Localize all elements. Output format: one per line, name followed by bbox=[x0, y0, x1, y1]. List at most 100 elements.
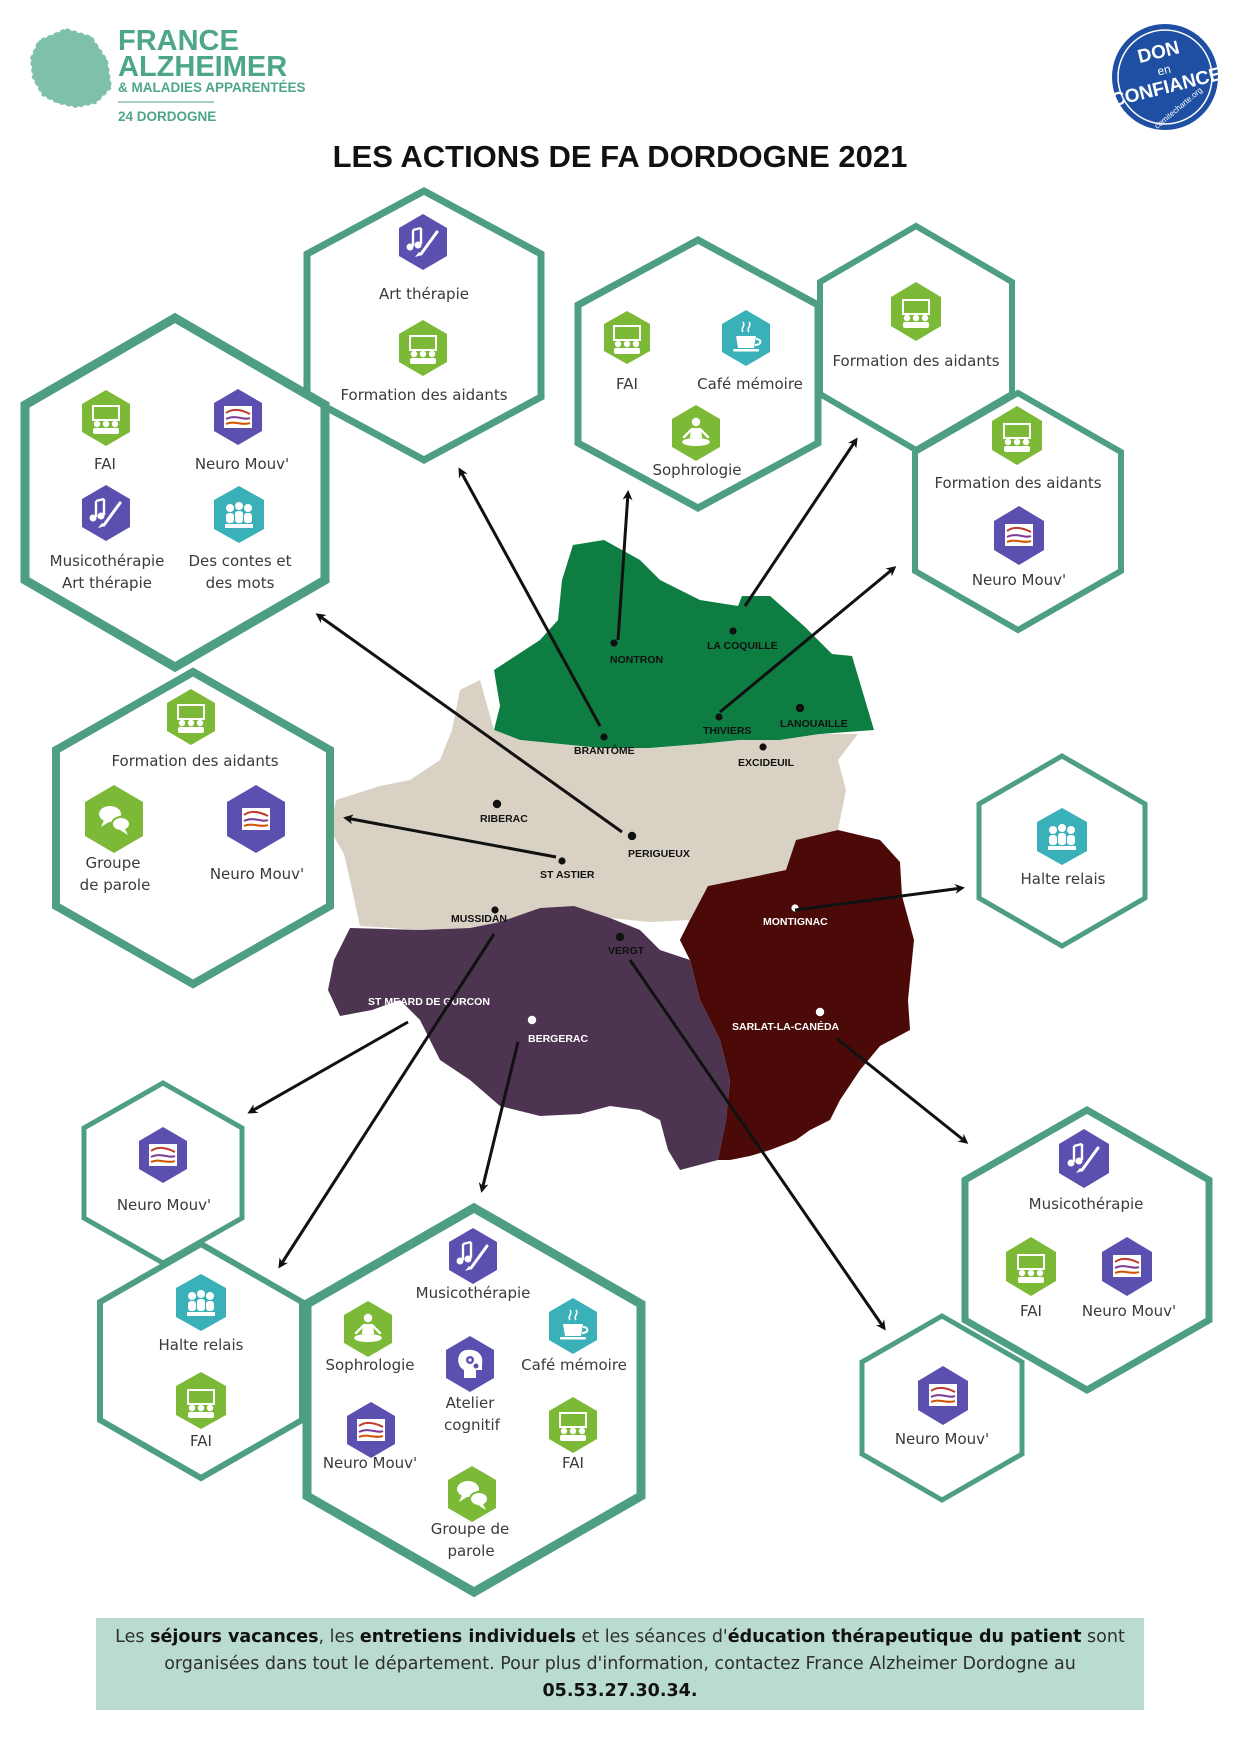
hex-mussidan-label-2: FAI bbox=[190, 1432, 212, 1450]
hex-mussidan: Halte relais FAI bbox=[97, 1240, 305, 1482]
svg-text:RIBERAC: RIBERAC bbox=[480, 813, 528, 825]
logo-line1: FRANCE bbox=[118, 25, 239, 57]
hex-perigueux: FAI Neuro Mouv' Musicothérapie Art théra… bbox=[20, 312, 330, 673]
hex-lacoquille: Formation des aidants bbox=[817, 222, 1015, 454]
group-icon bbox=[1037, 808, 1087, 865]
training-group-icon bbox=[604, 311, 650, 364]
svg-text:BERGERAC: BERGERAC bbox=[528, 1033, 589, 1045]
city-sarlat: SARLAT-LA-CANÉDA bbox=[732, 1007, 840, 1033]
training-group-icon bbox=[891, 282, 941, 341]
brain-gears-icon bbox=[446, 1336, 494, 1392]
hex-bergerac-label-3: Café mémoire bbox=[521, 1356, 627, 1374]
hex-riberac-label-4: Neuro Mouv' bbox=[210, 865, 304, 883]
svg-text:LANOUAILLE: LANOUAILLE bbox=[780, 718, 848, 730]
hex-mussidan-label-1: Halte relais bbox=[159, 1336, 244, 1354]
speech-bubbles-icon bbox=[85, 785, 143, 853]
neuro-mouv-icon bbox=[918, 1366, 968, 1425]
hex-bergerac-label-1: Musicothérapie bbox=[416, 1284, 531, 1302]
hex-vergt: Neuro Mouv' bbox=[859, 1313, 1025, 1503]
svg-text:SARLAT-LA-CANÉDA: SARLAT-LA-CANÉDA bbox=[732, 1020, 840, 1033]
hex-vergt-label-1: Neuro Mouv' bbox=[895, 1430, 989, 1448]
footer-text-3: et les séances d' bbox=[575, 1626, 728, 1647]
badge-line2: en bbox=[1156, 62, 1172, 79]
city-thiviers: THIVIERS bbox=[703, 713, 751, 737]
hex-bergerac-label-8: Groupe de bbox=[431, 1520, 509, 1538]
hex-perigueux-label-3: Musicothérapie bbox=[50, 552, 165, 570]
svg-text:ST MEARD DE GURCON: ST MEARD DE GURCON bbox=[368, 996, 490, 1008]
hex-sarlat: Musicothérapie FAI Neuro Mouv' bbox=[961, 1105, 1213, 1395]
logo-line2: ALZHEIMER bbox=[118, 51, 287, 83]
hex-bergerac-label-4: Atelier bbox=[446, 1394, 496, 1412]
neuro-mouv-icon bbox=[227, 785, 285, 853]
hex-bergerac-label-9: parole bbox=[447, 1542, 494, 1560]
music-palette-icon bbox=[449, 1228, 497, 1284]
page-title: LES ACTIONS DE FA DORDOGNE 2021 bbox=[333, 139, 908, 174]
hex-montignac-label-1: Halte relais bbox=[1021, 870, 1106, 888]
city-perigueux: PERIGUEUX bbox=[627, 831, 690, 860]
hex-bergerac-label-7: FAI bbox=[562, 1454, 584, 1472]
svg-text:MONTIGNAC: MONTIGNAC bbox=[763, 916, 828, 928]
training-group-icon bbox=[992, 406, 1042, 465]
training-group-icon bbox=[167, 689, 215, 745]
footer-bold-entretiens: entretiens individuels bbox=[359, 1626, 576, 1647]
hex-brantome: Art thérapie Formation des aidants bbox=[303, 187, 545, 464]
footer-info-box: Les séjours vacances, les entretiens ind… bbox=[96, 1618, 1144, 1710]
training-group-icon bbox=[176, 1372, 226, 1429]
city-la-coquille: LA COQUILLE bbox=[707, 627, 778, 652]
hex-riberac-label-1: Formation des aidants bbox=[111, 752, 278, 770]
hex-perigueux-label-6: des mots bbox=[206, 574, 275, 592]
svg-text:MUSSIDAN: MUSSIDAN bbox=[451, 913, 507, 925]
city-nontron: NONTRON bbox=[610, 639, 663, 666]
city-lanouaille: LANOUAILLE bbox=[780, 703, 848, 730]
training-group-icon bbox=[399, 320, 447, 376]
footer-text-4: sont organisées dans tout le département… bbox=[164, 1626, 1125, 1674]
hex-riberac-label-3: de parole bbox=[80, 876, 151, 894]
hex-sarlat-label-2: FAI bbox=[1020, 1302, 1042, 1320]
region-central-beige bbox=[330, 680, 858, 930]
hex-stmeard: Neuro Mouv' bbox=[81, 1080, 245, 1266]
city-brantome: BRANTÔME bbox=[574, 733, 635, 757]
footer-phone: 05.53.27.30.34. bbox=[542, 1680, 698, 1701]
hex-lacoquille-label-1: Formation des aidants bbox=[832, 352, 999, 370]
region-southwest-purple bbox=[328, 906, 730, 1170]
neuro-mouv-icon bbox=[994, 506, 1044, 565]
neuro-mouv-icon bbox=[139, 1127, 187, 1183]
coffee-cup-icon bbox=[722, 310, 770, 366]
logo-dept: 24 DORDOGNE bbox=[118, 109, 216, 124]
hex-riberac: Formation des aidants Groupe de parole N… bbox=[52, 667, 334, 989]
footer-bold-education: éducation thérapeutique du patient bbox=[727, 1626, 1082, 1647]
hex-bergerac: Musicothérapie Sophrologie Café mémoire … bbox=[302, 1202, 646, 1598]
hex-riberac-label-2: Groupe bbox=[86, 854, 141, 872]
region-north-green bbox=[494, 540, 874, 748]
city-vergt: VERGT bbox=[608, 932, 645, 957]
svg-text:LA COQUILLE: LA COQUILLE bbox=[707, 640, 778, 652]
svg-text:VERGT: VERGT bbox=[608, 945, 645, 957]
training-group-icon bbox=[549, 1397, 597, 1453]
training-group-icon bbox=[1006, 1237, 1056, 1296]
logo-mark bbox=[28, 26, 114, 110]
training-group-icon bbox=[82, 390, 130, 446]
meditation-icon bbox=[672, 405, 720, 461]
neuro-mouv-icon bbox=[214, 389, 262, 445]
hex-perigueux-label-4: Art thérapie bbox=[62, 574, 152, 592]
neuro-mouv-icon bbox=[1102, 1237, 1152, 1296]
speech-bubbles-icon bbox=[448, 1466, 496, 1522]
music-palette-icon bbox=[1059, 1129, 1109, 1188]
city-excideuil: EXCIDEUIL bbox=[738, 743, 795, 769]
music-palette-icon bbox=[399, 214, 447, 270]
svg-text:PERIGUEUX: PERIGUEUX bbox=[628, 848, 690, 860]
logo-line3: & MALADIES APPARENTÉES bbox=[118, 80, 306, 95]
svg-text:NONTRON: NONTRON bbox=[610, 654, 663, 666]
city-st-astier: ST ASTIER bbox=[540, 857, 595, 881]
hex-stmeard-label-1: Neuro Mouv' bbox=[117, 1196, 211, 1214]
hex-perigueux-label-2: Neuro Mouv' bbox=[195, 455, 289, 473]
hex-thiviers-label-2: Neuro Mouv' bbox=[972, 571, 1066, 589]
coffee-cup-icon bbox=[549, 1298, 597, 1354]
hex-brantome-label-1: Art thérapie bbox=[379, 285, 469, 303]
hex-sarlat-label-1: Musicothérapie bbox=[1029, 1195, 1144, 1213]
neuro-mouv-icon bbox=[347, 1402, 395, 1458]
music-palette-icon bbox=[82, 485, 130, 541]
don-en-confiance-badge[interactable]: DON en CONFIANCE comitecharte.org bbox=[1109, 24, 1224, 131]
city-st-meard: ST MEARD DE GURCON bbox=[368, 996, 490, 1022]
